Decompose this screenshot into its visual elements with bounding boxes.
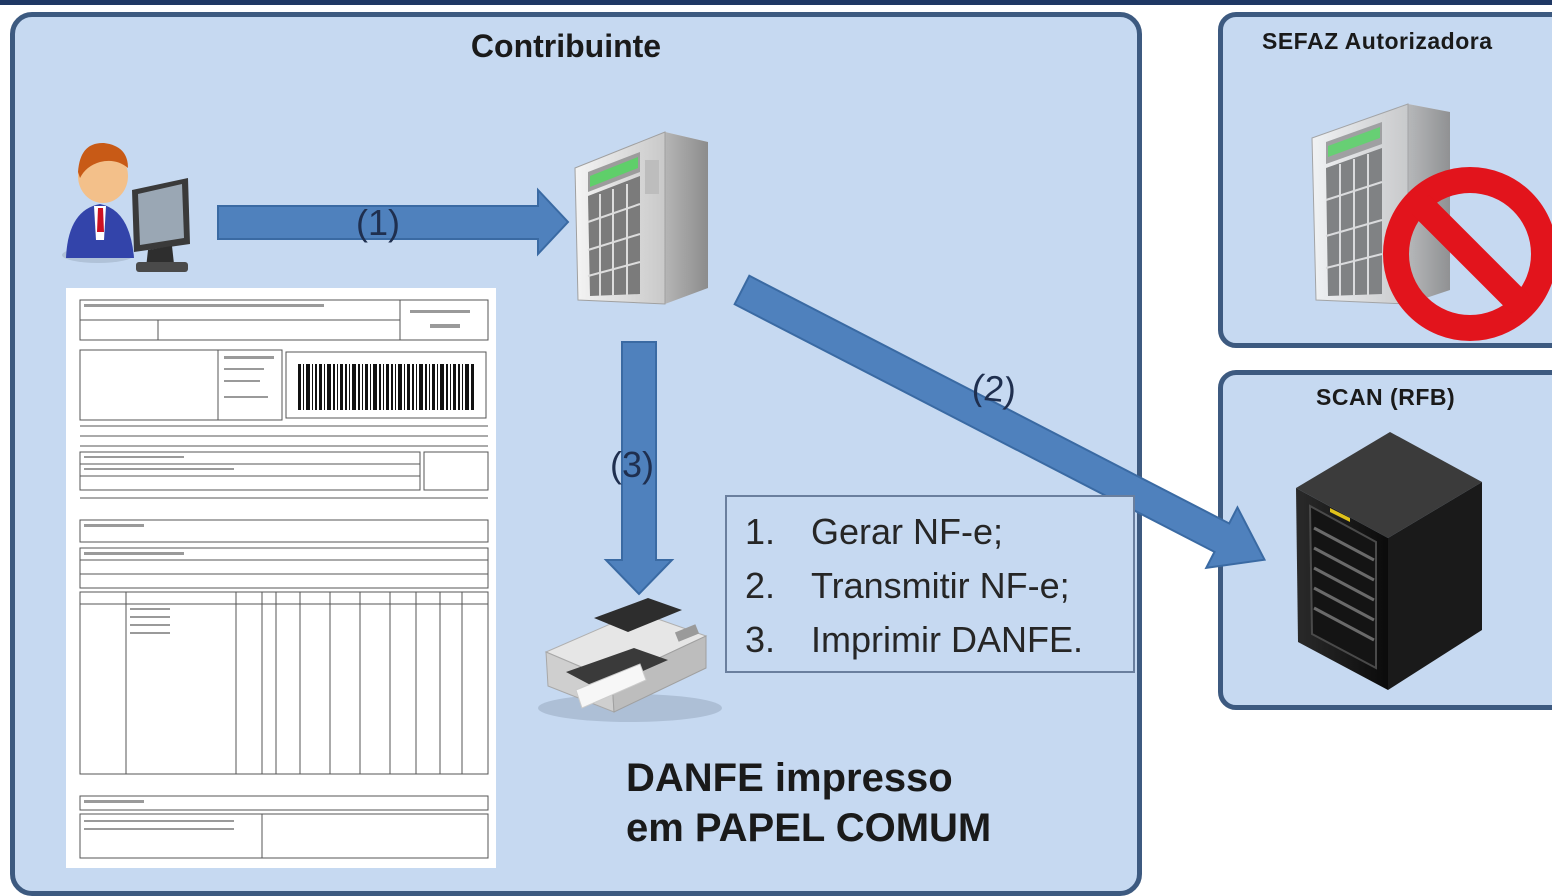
step-2-text: Transmitir NF-e; [811, 565, 1070, 606]
server-icon [574, 131, 708, 305]
caption-line-2: em PAPEL COMUM [626, 806, 992, 850]
step-2-number: 2. [745, 565, 776, 606]
arrow-2 [733, 274, 1267, 570]
contribuinte-title: Contribuinte [470, 28, 662, 64]
barcode [298, 364, 474, 410]
danfe-document-icon [66, 288, 496, 868]
sefaz-title: SEFAZ Autorizadora [1262, 28, 1493, 54]
steps-box: 1. Gerar NF-e; 2. Transmitir NF-e; 3. Impri… [725, 495, 1135, 673]
step-3-text: Imprimir DANFE. [811, 619, 1083, 660]
step-3-number: 3. [745, 619, 776, 660]
caption-line-1: DANFE impresso [626, 756, 953, 800]
arrow-3-label: (3) [610, 444, 654, 485]
arrow-3 [603, 341, 675, 596]
step-3: 3. Imprimir DANFE. [745, 619, 1083, 661]
scan-title: SCAN (RFB) [1316, 384, 1456, 410]
arrow-1 [217, 187, 570, 257]
prohibited-icon [1383, 167, 1552, 341]
step-2: 2. Transmitir NF-e; [745, 565, 1070, 607]
arrow-2-label: (2) [970, 365, 1019, 412]
sefaz-server-icon [1311, 103, 1450, 305]
user-at-computer-icon [62, 142, 190, 272]
top-border-line [0, 0, 1552, 5]
arrow-1-label: (1) [356, 202, 400, 243]
step-1-text: Gerar NF-e; [811, 511, 1004, 552]
printer-icon [538, 598, 722, 722]
step-1: 1. Gerar NF-e; [745, 511, 1003, 553]
black-server-rack-icon [1296, 432, 1482, 690]
step-1-number: 1. [745, 511, 776, 552]
